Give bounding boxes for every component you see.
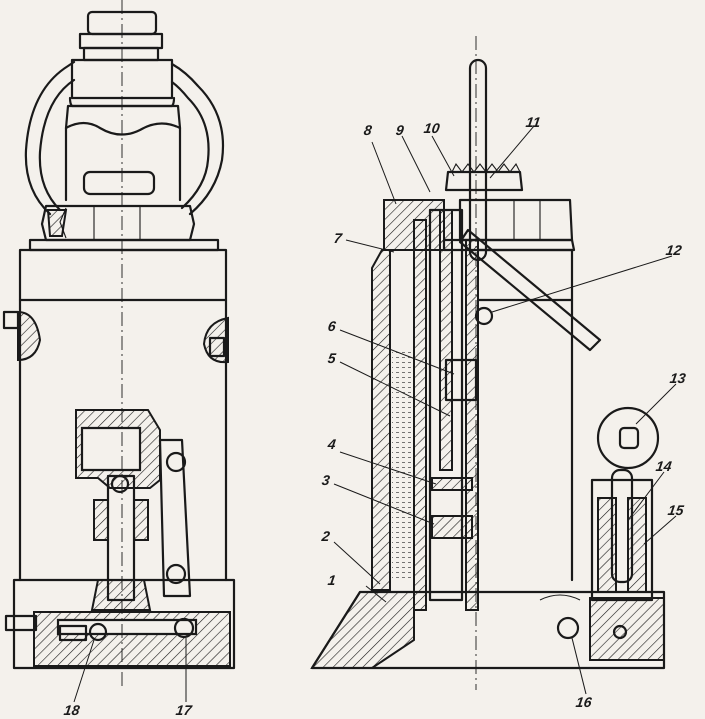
callout-16: 16 — [574, 694, 593, 710]
pin-12 — [474, 306, 494, 326]
callout-17: 17 — [174, 702, 193, 718]
release-screw — [4, 614, 38, 632]
pump-link — [158, 438, 192, 598]
base-right-section — [310, 591, 415, 669]
section-view — [310, 36, 666, 690]
handle-right-inner — [170, 80, 210, 210]
valve-17 — [173, 617, 195, 639]
screw-break — [64, 104, 182, 136]
bolt-left-section — [17, 310, 42, 362]
screw-collar — [78, 32, 164, 50]
knurl — [444, 170, 524, 192]
callout-14: 14 — [654, 458, 673, 474]
handle-right-outer — [170, 62, 225, 216]
reservoir-wall — [371, 249, 391, 591]
pump-plunger-right — [610, 468, 634, 584]
callout-12: 12 — [664, 242, 683, 258]
top-nut-right — [458, 198, 574, 242]
handle-socket — [458, 228, 602, 352]
plunger-pin — [110, 474, 130, 494]
pin-upper — [165, 451, 187, 473]
pin-lower — [165, 563, 187, 585]
screw-collar-2 — [82, 46, 160, 62]
body-top — [18, 248, 228, 302]
screw-nut-window — [82, 170, 156, 196]
pump-window — [80, 426, 142, 472]
nut-section — [46, 209, 68, 237]
base-channel — [56, 618, 198, 636]
fluid — [392, 348, 414, 582]
bolt-right — [208, 336, 226, 358]
release-16 — [556, 616, 580, 640]
bolt-left — [2, 310, 20, 330]
head-plate — [28, 238, 220, 252]
callout-13: 13 — [668, 370, 687, 386]
piston-ring — [431, 477, 473, 491]
leaders — [73, 125, 677, 703]
cylinder-wall-left — [413, 219, 427, 611]
lever-eye — [596, 406, 660, 470]
ram-screw-section — [439, 209, 453, 471]
front-view — [2, 0, 236, 690]
piston-seal — [431, 515, 473, 539]
handle-left-inner — [38, 78, 76, 212]
callout-15: 15 — [666, 502, 685, 518]
ball-valve — [88, 622, 108, 642]
callout-11: 11 — [524, 114, 542, 130]
handle-bar — [468, 58, 488, 262]
base-right-section-2 — [589, 597, 665, 661]
base — [12, 578, 236, 670]
handle-left-outer — [24, 60, 76, 216]
callout-10: 10 — [422, 120, 441, 136]
screw-body — [70, 58, 174, 100]
plunger-base-section — [90, 579, 152, 611]
callout-18: 18 — [62, 702, 81, 718]
body-right-wall — [476, 248, 574, 582]
